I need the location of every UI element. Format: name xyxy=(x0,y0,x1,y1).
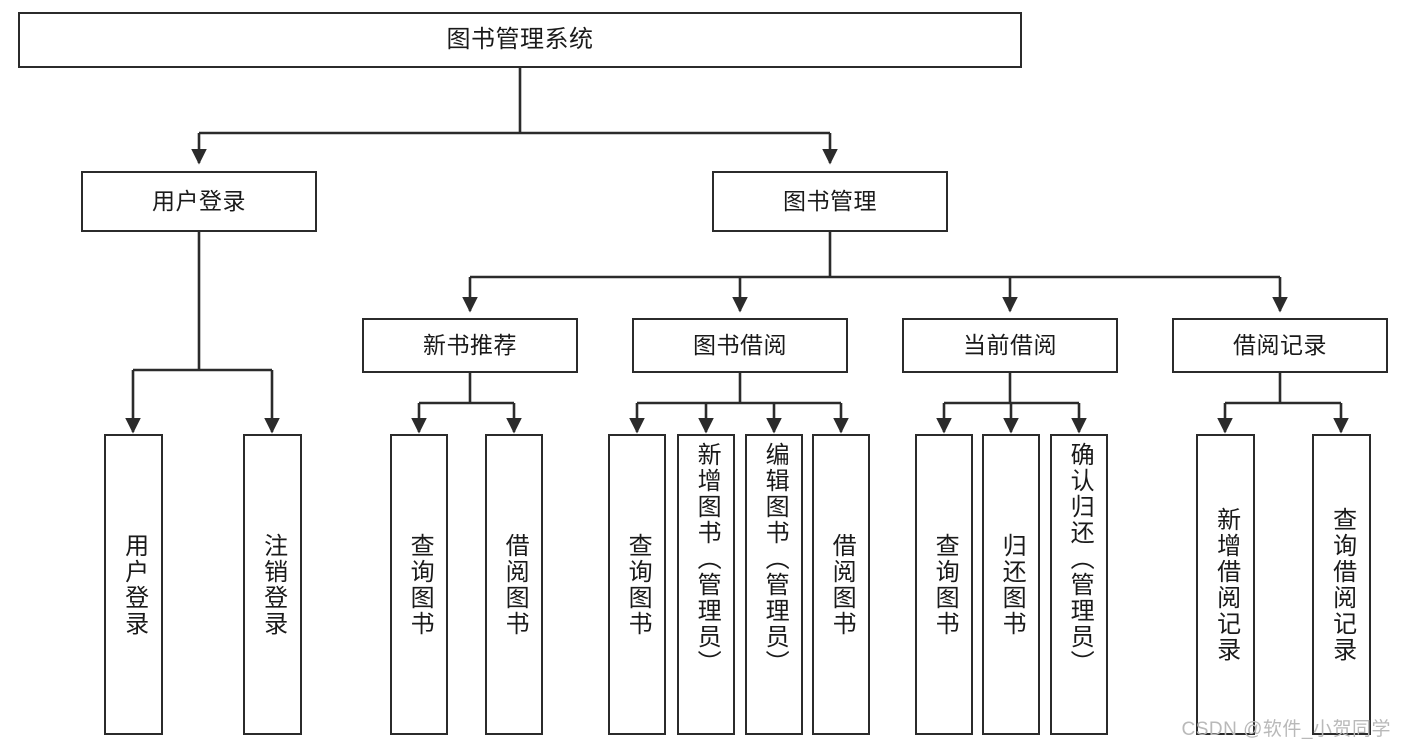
node-label: 确认归还（管理员） xyxy=(1066,442,1094,676)
node-user-login[interactable]: 用户登录 xyxy=(81,171,317,232)
node-label: 查询借阅记录 xyxy=(1328,506,1356,663)
leaf-current-confirm-return-admin[interactable]: 确认归还（管理员） xyxy=(1050,434,1108,735)
leaf-user-login-signin[interactable]: 用户登录 xyxy=(104,434,163,735)
node-label: 图书借阅 xyxy=(693,332,787,358)
node-root-system[interactable]: 图书管理系统 xyxy=(18,12,1022,68)
node-label: 查询图书 xyxy=(406,532,434,637)
node-current-borrow[interactable]: 当前借阅 xyxy=(902,318,1118,373)
leaf-borrow-query-book[interactable]: 查询图书 xyxy=(608,434,666,735)
node-borrow-record[interactable]: 借阅记录 xyxy=(1172,318,1388,373)
leaf-user-login-signout[interactable]: 注销登录 xyxy=(243,434,302,735)
leaf-current-query-book[interactable]: 查询图书 xyxy=(915,434,973,735)
node-label: 编辑图书（管理员） xyxy=(761,442,789,676)
node-label: 注销登录 xyxy=(259,532,287,637)
leaf-borrow-edit-book-admin[interactable]: 编辑图书（管理员） xyxy=(745,434,803,735)
leaf-borrow-add-book-admin[interactable]: 新增图书（管理员） xyxy=(677,434,735,735)
leaf-record-query-record[interactable]: 查询借阅记录 xyxy=(1312,434,1371,735)
leaf-new-book-borrow[interactable]: 借阅图书 xyxy=(485,434,543,735)
node-label: 图书管理 xyxy=(783,188,877,214)
node-label: 用户登录 xyxy=(120,532,148,637)
node-label: 当前借阅 xyxy=(963,332,1057,358)
node-label: 查询图书 xyxy=(624,532,652,637)
node-label: 新增借阅记录 xyxy=(1212,506,1240,663)
node-new-book-recommend[interactable]: 新书推荐 xyxy=(362,318,578,373)
node-label: 借阅图书 xyxy=(828,532,856,637)
node-label: 归还图书 xyxy=(998,532,1026,637)
leaf-record-add-record[interactable]: 新增借阅记录 xyxy=(1196,434,1255,735)
node-book-borrow[interactable]: 图书借阅 xyxy=(632,318,848,373)
node-label: 新书推荐 xyxy=(423,332,517,358)
node-label: 用户登录 xyxy=(152,188,246,214)
leaf-current-return-book[interactable]: 归还图书 xyxy=(982,434,1040,735)
leaf-new-book-query[interactable]: 查询图书 xyxy=(390,434,448,735)
node-label: 查询图书 xyxy=(931,532,959,637)
node-book-management[interactable]: 图书管理 xyxy=(712,171,948,232)
node-label: 新增图书（管理员） xyxy=(693,442,721,676)
node-label: 图书管理系统 xyxy=(446,26,594,53)
node-label: 借阅记录 xyxy=(1233,332,1327,358)
watermark-text: CSDN @软件_小贺同学 xyxy=(1181,719,1391,740)
leaf-borrow-borrow-book[interactable]: 借阅图书 xyxy=(812,434,870,735)
node-label: 借阅图书 xyxy=(501,532,529,637)
